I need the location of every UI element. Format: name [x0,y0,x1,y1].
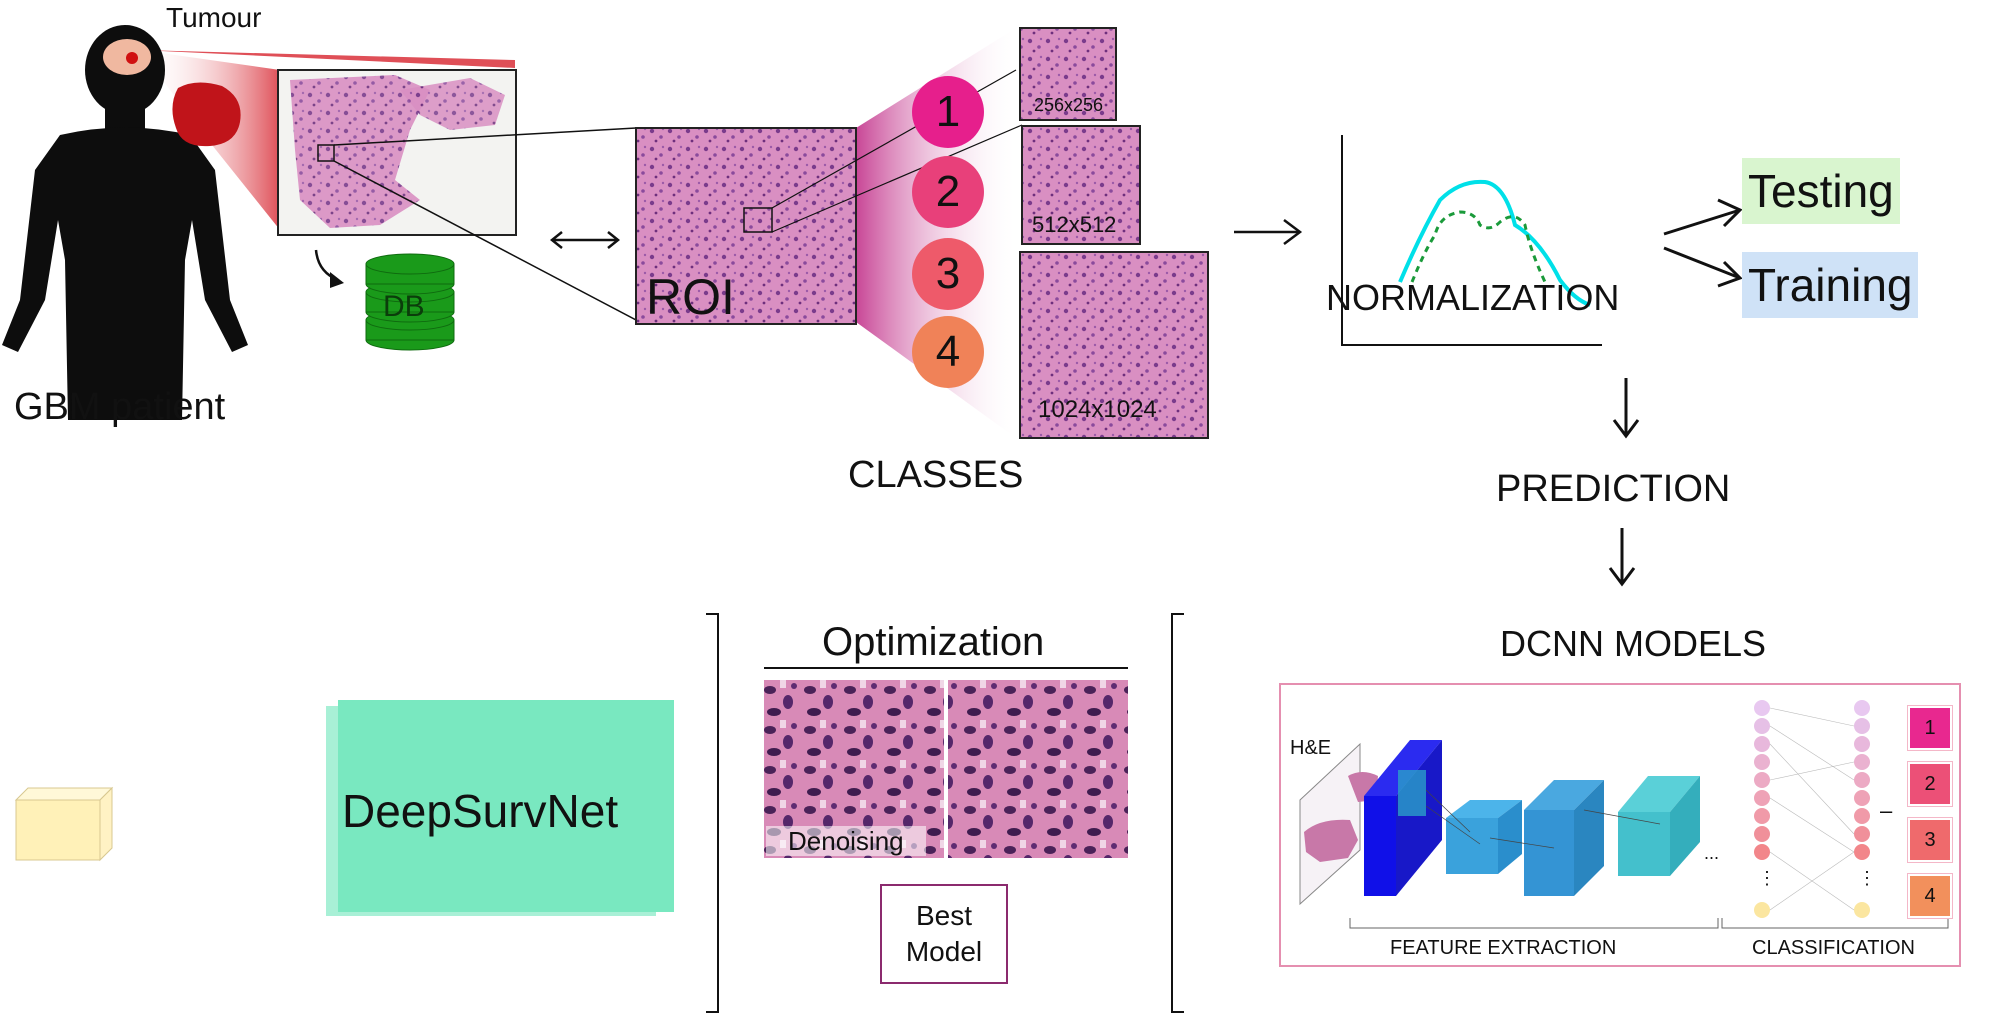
db-cylinder [365,253,455,351]
conv-block-1 [1364,740,1442,896]
class-circle-2: 2 [912,156,984,228]
deepsurvnet-label: DeepSurvNet [342,785,619,837]
class-circle-4: 4 [912,316,984,388]
db-label: DB [383,290,425,323]
feature-extraction-label: FEATURE EXTRACTION [1390,937,1617,959]
opt-right-bracket [1171,613,1184,1013]
patch-1024 [1019,251,1209,439]
prediction-label: PREDICTION [1496,468,1731,510]
tumour-label: Tumour [166,2,262,33]
tumour-blob [172,82,241,147]
normalized-curve [1398,179,1591,307]
output-class-4-label: 4 [1924,884,1936,907]
patch-256 [1019,27,1117,121]
class-circle-1: 1 [912,76,984,148]
training-tag: Training [1742,252,1919,318]
normalization-label: NORMALIZATION [1326,277,1620,318]
conv-block-3 [1524,780,1604,896]
denoising-after-image [948,680,1128,858]
patch-label-256: 256x256 [1034,95,1104,115]
optimization-title: Optimization [822,620,1045,664]
svg-text:⋮: ⋮ [1858,868,1876,888]
dense-layer-2 [1854,700,1870,918]
patch-label-512: 512x512 [1032,212,1117,237]
roi-image [635,127,857,325]
beam-top [140,50,515,68]
output-class-1-label: 1 [1924,716,1936,739]
best-model-box: Best Model [880,884,1008,984]
class-number-4: 4 [935,327,961,376]
best-model-line2: Model [905,936,983,967]
class-number-1: 1 [935,87,961,136]
arrow-to-training [1663,246,1741,280]
output-class-1: 1 [1907,705,1953,751]
he-input-label: H&E [1290,737,1332,759]
classification-label: CLASSIFICATION [1752,937,1915,959]
feature-extraction-bracket [1349,918,1719,929]
patch-512 [1021,125,1141,245]
opt-left-bracket [706,613,719,1013]
classes-title: CLASSES [848,454,1024,496]
classification-bracket [1721,918,1949,929]
original-curve [1410,210,1547,283]
dcnn-title: DCNN MODELS [1500,623,1767,664]
normalization-axes [1341,135,1602,346]
arrow-to-testing [1663,208,1741,236]
class-number-2: 2 [935,167,961,216]
output-class-3: 3 [1907,817,1953,863]
dense-layer-1 [1754,700,1770,918]
slide-roi-marker [317,144,335,162]
class-circle-3: 3 [912,238,984,310]
dcnn-ellipsis: ... [1704,843,1720,863]
denoising-label: Denoising [766,826,926,856]
class-number-3: 3 [935,249,961,298]
yellow-cube [14,786,114,862]
svg-text:⋮: ⋮ [1758,868,1776,888]
output-class-4: 4 [1907,873,1953,919]
conv-block-2 [1446,800,1522,874]
output-class-3-label: 3 [1924,828,1936,851]
testing-tag: Testing [1742,158,1900,224]
output-class-2: 2 [1907,761,1953,807]
output-class-2-label: 2 [1924,772,1936,795]
roi-label: ROI [646,269,735,325]
patient-label: GBM patient [14,386,226,428]
db-arrow [314,249,339,282]
deepsurvnet-box [338,700,674,912]
patch-label-1024: 1024x1024 [1038,396,1157,423]
brain-tumour-spot [126,52,138,64]
dcnn-dash: – [1880,798,1893,823]
conv-block-4 [1618,776,1700,876]
best-model-line1: Best [915,899,973,931]
